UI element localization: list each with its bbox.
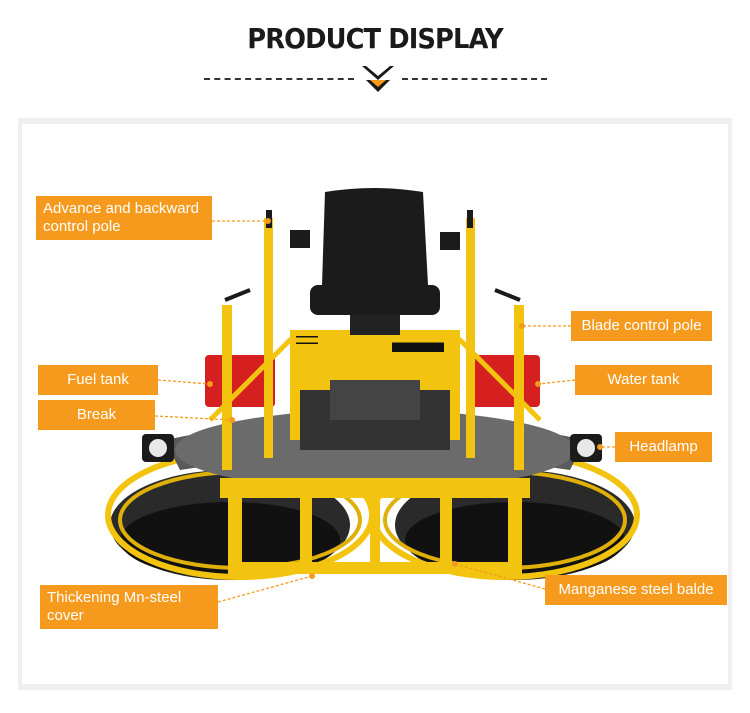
label-headlamp: Headlamp [615, 432, 712, 462]
page-title: PRODUCT DISPLAY [247, 22, 503, 55]
label-water-tank: Water tank [575, 365, 712, 395]
label-manganese-steel-blade: Manganese steel balde [545, 575, 727, 605]
label-blade-control-pole: Blade control pole [571, 311, 712, 341]
chevron-down-icon [362, 66, 394, 92]
title-divider-left [204, 78, 354, 80]
label-advance-backward-control-pole: Advance and backward control pole [36, 196, 212, 240]
title-divider-right [402, 78, 547, 80]
label-fuel-tank: Fuel tank [38, 365, 158, 395]
label-thickening-mn-steel-cover: Thickening Mn-steel cover [40, 585, 218, 629]
label-break: Break [38, 400, 155, 430]
